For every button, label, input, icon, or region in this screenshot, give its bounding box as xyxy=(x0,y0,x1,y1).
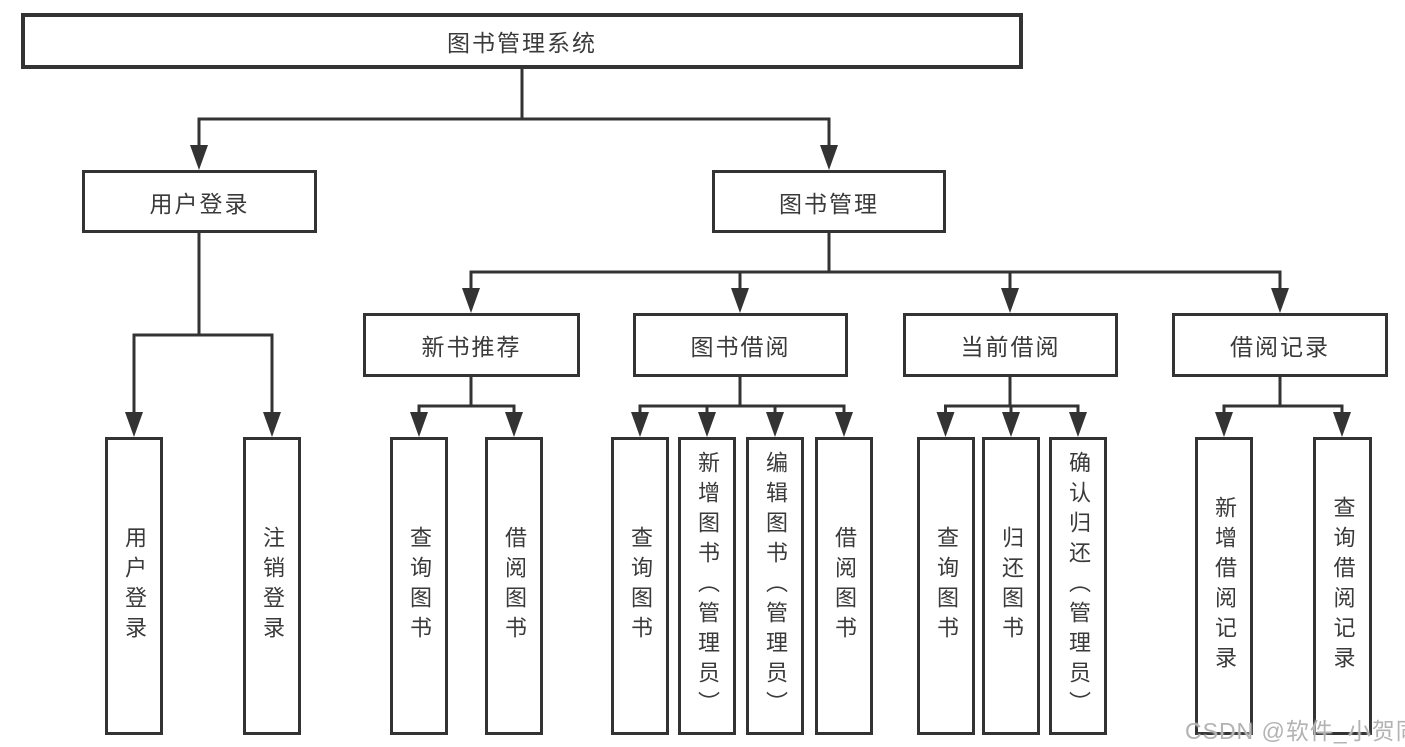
node-label: 新增借阅记录 xyxy=(1212,496,1237,676)
node-label: 借阅记录 xyxy=(1230,334,1330,360)
node-user-login-module: 用户登录 xyxy=(82,170,317,233)
node-label: 归还图书 xyxy=(999,526,1024,646)
node-query-books-borrow: 查询图书 xyxy=(611,437,669,735)
node-label: 图书管理 xyxy=(779,190,879,217)
node-label: 用户登录 xyxy=(149,190,250,217)
node-label: 编辑图书（管理员） xyxy=(763,451,788,721)
node-confirm-return-admin: 确认归还（管理员） xyxy=(1049,437,1107,735)
csdn-watermark: CSDN @软件_小贺同学 xyxy=(1185,718,1405,744)
node-label: 查询图书 xyxy=(407,526,432,646)
node-root-label: 图书管理系统 xyxy=(447,30,597,56)
node-user-login-action: 用户登录 xyxy=(105,437,163,735)
node-root: 图书管理系统 xyxy=(21,13,1023,69)
node-borrow-book-action: 借阅图书 xyxy=(815,437,873,735)
node-add-book-admin: 新增图书（管理员） xyxy=(678,437,736,735)
node-label: 查询借阅记录 xyxy=(1330,496,1356,676)
node-add-borrow-record: 新增借阅记录 xyxy=(1195,437,1253,735)
node-book-management-module: 图书管理 xyxy=(712,170,946,233)
node-query-books-current: 查询图书 xyxy=(917,437,975,735)
node-label: 借阅图书 xyxy=(832,526,857,646)
node-logout-action: 注销登录 xyxy=(243,437,301,735)
node-edit-book-admin: 编辑图书（管理员） xyxy=(746,437,804,735)
node-return-book: 归还图书 xyxy=(982,437,1040,735)
node-borrow-record: 借阅记录 xyxy=(1172,313,1388,377)
node-borrow-books-recommend: 借阅图书 xyxy=(485,437,543,735)
node-label: 图书借阅 xyxy=(690,334,791,360)
node-new-book-recommend: 新书推荐 xyxy=(363,313,580,377)
node-query-books-recommend: 查询图书 xyxy=(390,437,448,735)
node-label: 借阅图书 xyxy=(502,526,527,646)
node-label: 确认归还（管理员） xyxy=(1066,451,1091,721)
node-current-borrow: 当前借阅 xyxy=(903,313,1118,377)
node-label: 查询图书 xyxy=(934,526,959,646)
node-label: 当前借阅 xyxy=(960,334,1061,360)
node-label: 用户登录 xyxy=(122,526,147,646)
node-label: 注销登录 xyxy=(260,526,285,646)
node-label: 新增图书（管理员） xyxy=(695,451,720,721)
node-book-borrow: 图书借阅 xyxy=(633,313,848,377)
node-label: 查询图书 xyxy=(628,526,653,646)
node-query-borrow-record: 查询借阅记录 xyxy=(1313,437,1372,735)
node-label: 新书推荐 xyxy=(421,334,522,360)
